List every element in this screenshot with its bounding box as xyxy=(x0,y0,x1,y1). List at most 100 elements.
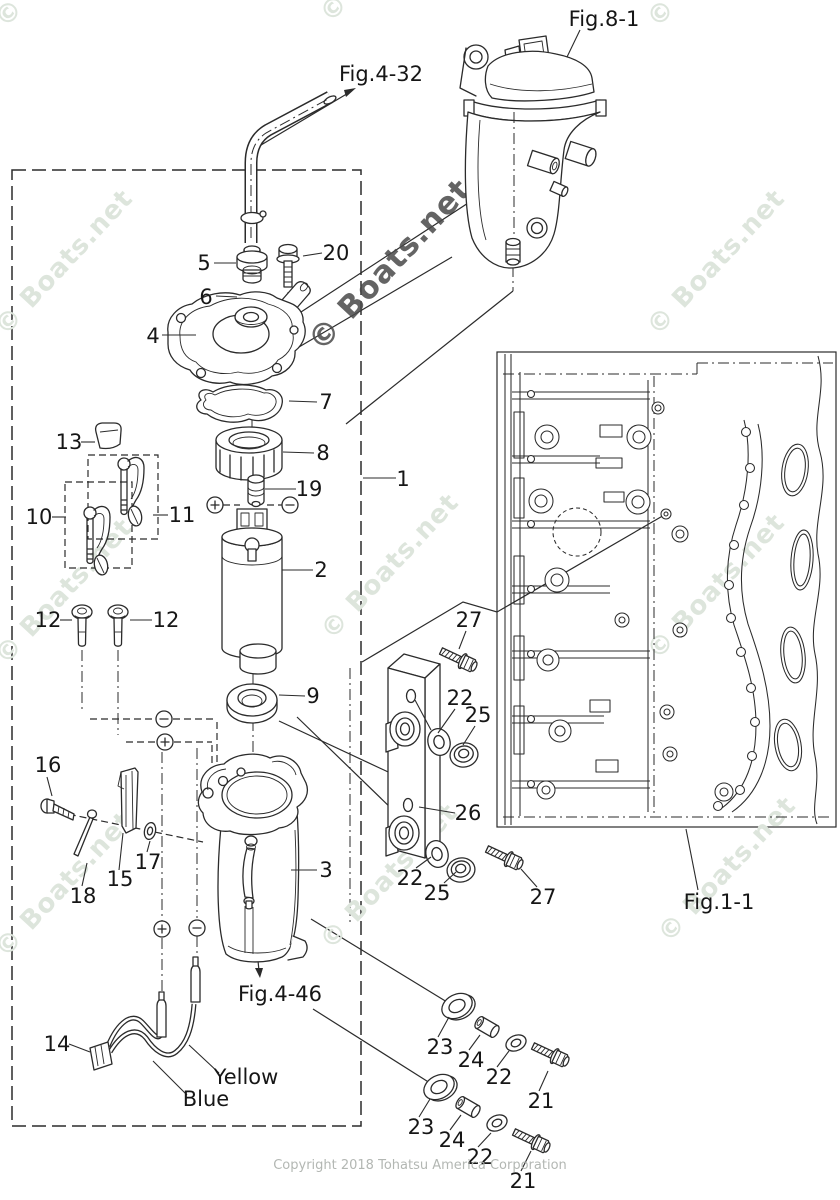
callout-21: 21 xyxy=(528,1089,555,1113)
part-15-bracket-clip xyxy=(117,767,139,834)
callout-23: 23 xyxy=(427,1035,454,1059)
assembly-1-dashed-box xyxy=(11,169,362,1127)
callout-22: 22 xyxy=(447,686,474,710)
engine-bearing-bosses xyxy=(528,401,734,802)
blue-wire-label: Blue xyxy=(183,1087,229,1111)
callout-15: 15 xyxy=(107,867,134,891)
part-23-ring-b xyxy=(418,1067,463,1108)
callout-6: 6 xyxy=(199,285,212,309)
callout-24: 24 xyxy=(458,1048,485,1072)
watermark-light-10: © Boats.net xyxy=(652,791,802,949)
fig-1-1-label: Fig.1-1 xyxy=(684,890,755,914)
outlet-tube xyxy=(240,91,337,243)
callout-4: 4 xyxy=(146,324,159,348)
fig-4-32-arrowhead xyxy=(344,88,356,97)
callout-17: 17 xyxy=(135,850,162,874)
callout-11: 11 xyxy=(169,503,196,527)
callout-20: 20 xyxy=(323,241,350,265)
part-27-bolt-a xyxy=(436,643,481,676)
part-4-pump-cover xyxy=(167,281,311,386)
callout-27: 27 xyxy=(456,608,483,632)
callout-5: 5 xyxy=(197,251,210,275)
part-12-bolt-left xyxy=(71,604,93,647)
tank-fittings xyxy=(526,140,597,198)
part-24-bushing-a xyxy=(472,1014,502,1040)
vapor-separator-tank xyxy=(459,35,607,269)
yellow-wire-label: Yellow xyxy=(213,1065,279,1089)
callout-24: 24 xyxy=(439,1128,466,1152)
callout-26: 26 xyxy=(455,801,482,825)
leader-lines xyxy=(46,29,699,1172)
callout-23: 23 xyxy=(408,1115,435,1139)
part-23-ring-a xyxy=(436,986,481,1027)
watermark-light-3: © Boats.net xyxy=(0,184,139,342)
polarity-symbols-top xyxy=(206,496,299,514)
engine-flange-bolts xyxy=(712,426,761,812)
callout-14: 14 xyxy=(44,1032,71,1056)
part-20-bolt xyxy=(276,243,300,288)
callout-22: 22 xyxy=(467,1145,494,1169)
part-8-ring-nut xyxy=(215,426,283,481)
callout-12: 12 xyxy=(153,608,180,632)
watermark-light-0: © Boats.net xyxy=(0,0,139,33)
copyright-text: Copyright 2018 Tohatsu America Corporati… xyxy=(273,1158,567,1173)
callout-21: 21 xyxy=(510,1169,537,1193)
engine-port-ovals xyxy=(773,443,814,772)
tank-drain-plug xyxy=(505,237,521,266)
fig-8-1-label: Fig.8-1 xyxy=(569,7,640,31)
watermark-light-4: © Boats.net xyxy=(641,184,791,342)
callout-2: 2 xyxy=(314,558,327,582)
part-16-bolt xyxy=(40,798,75,821)
callout-22: 22 xyxy=(397,866,424,890)
callout-7: 7 xyxy=(319,390,332,414)
callout-1: 1 xyxy=(396,467,409,491)
callout-18: 18 xyxy=(70,884,97,908)
part-9-seal-ring xyxy=(226,683,278,724)
callout-8: 8 xyxy=(316,441,329,465)
engine-detail-slots xyxy=(513,389,625,789)
engine-figure-box xyxy=(496,351,837,828)
watermark-light-2: © Boats.net xyxy=(641,0,791,33)
part-27-bolt-b xyxy=(482,841,527,874)
part-14-wire-harness xyxy=(89,956,201,1071)
callout-27: 27 xyxy=(530,885,557,909)
callout-16: 16 xyxy=(35,753,62,777)
watermark-light-6: © Boats.net xyxy=(315,488,465,646)
watermark-light-7: © Boats.net xyxy=(641,508,791,666)
part-25-grommet-a xyxy=(447,739,481,771)
callout-25: 25 xyxy=(465,703,492,727)
bullet-terminal-blue xyxy=(156,991,167,1038)
watermark-light-1: © Boats.net xyxy=(314,0,464,28)
polarity-symbols-mid xyxy=(155,710,174,751)
fig-4-46-arrowhead xyxy=(255,968,263,978)
part-21-bolt-b xyxy=(509,1124,554,1157)
part-17-washer xyxy=(143,821,157,841)
bullet-terminal-yellow xyxy=(190,956,201,1003)
part-12-bolt-right xyxy=(107,604,129,647)
callout-10: 10 xyxy=(26,505,53,529)
part-22-washer-d xyxy=(483,1111,511,1135)
callout-9: 9 xyxy=(306,684,319,708)
part-2-fuel-pump xyxy=(221,508,283,675)
part-18-pin xyxy=(73,809,98,857)
part-10-11-hose-clamps xyxy=(64,454,159,577)
fig-4-32-label: Fig.4-32 xyxy=(339,62,423,86)
polarity-symbols-bottom xyxy=(153,919,206,938)
callout-13: 13 xyxy=(56,430,83,454)
part-11-clamp xyxy=(117,456,145,528)
engine-block-art xyxy=(503,354,833,825)
watermark-dark: © Boats.net xyxy=(301,172,478,359)
fig-4-46-label: Fig.4-46 xyxy=(238,982,322,1006)
part-24-bushing-b xyxy=(453,1094,483,1120)
part-26-bracket xyxy=(385,653,441,859)
callout-22: 22 xyxy=(486,1065,513,1089)
callout-3: 3 xyxy=(319,858,332,882)
part-19-filter xyxy=(247,474,265,508)
part-13-clamp xyxy=(94,422,122,450)
part-7-gasket xyxy=(196,384,283,423)
callout-25: 25 xyxy=(424,881,451,905)
callout-12: 12 xyxy=(35,608,62,632)
